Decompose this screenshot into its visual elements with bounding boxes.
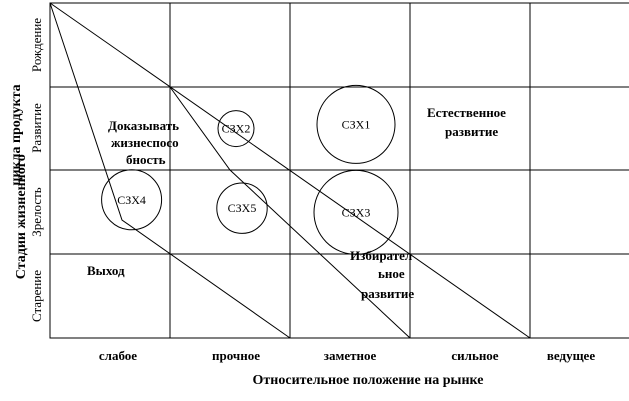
business-unit-circle-1 [316, 84, 396, 164]
zone-label-line: Доказывать [108, 118, 179, 133]
position-label-leading: ведущее [547, 348, 595, 363]
y-axis-title: Стадии жизненного цикла продукта [9, 84, 29, 279]
business-unit-circle-4 [101, 169, 163, 231]
position-label-strong: сильное [451, 348, 498, 363]
stage-label-aging: Старение [29, 270, 44, 322]
business-unit-circle-3 [313, 169, 399, 255]
business-unit-label-5: СЗХ5 [228, 201, 257, 215]
position-label-firm: прочное [212, 348, 260, 363]
business-unit-label-1: СЗХ1 [342, 117, 371, 131]
zone-label-line: Избирател [350, 248, 412, 263]
zone-label-line: развитие [361, 286, 414, 301]
zone-label-line: развитие [445, 124, 498, 139]
business-unit-circle-5 [216, 182, 268, 234]
zone-label-selective-development: Избирател ьное развитие [350, 248, 415, 301]
zone-label-exit: Выход [87, 263, 125, 278]
stage-label-birth: Рождение [29, 18, 44, 72]
stage-label-growth: Развитие [29, 103, 44, 153]
matrix-grid [49, 2, 629, 339]
x-axis-title: Относительное положение на рынке [253, 373, 484, 388]
boundary-line-middle [169, 86, 411, 339]
zone-label-line: бность [126, 152, 166, 167]
zone-label-line: Естественное [427, 105, 506, 120]
boundary-line-inner [49, 2, 291, 339]
position-label-weak: слабое [99, 348, 137, 363]
boundary-line-outer [49, 2, 531, 339]
stage-label-maturity: Зрелость [29, 187, 44, 237]
business-unit-circle-2 [217, 110, 255, 148]
y-axis-title-line-1: Стадии жизненного [14, 154, 29, 279]
position-label-noticeable: заметное [324, 348, 377, 363]
y-axis-title-line-2: цикла продукта [9, 84, 24, 185]
zone-label-line: Выход [87, 263, 125, 278]
zone-label-prove-viability: Доказывать жизнеспосо бность [108, 118, 182, 167]
business-unit-label-4: СЗХ4 [117, 193, 146, 207]
business-unit-label-3: СЗХ3 [342, 205, 371, 219]
zone-label-line: ьное [378, 266, 405, 281]
zone-boundaries [49, 2, 531, 339]
zone-label-natural-development: Естественное развитие [427, 105, 509, 139]
business-unit-label-2: СЗХ2 [222, 122, 251, 136]
zone-label-line: жизнеспосо [111, 135, 179, 150]
